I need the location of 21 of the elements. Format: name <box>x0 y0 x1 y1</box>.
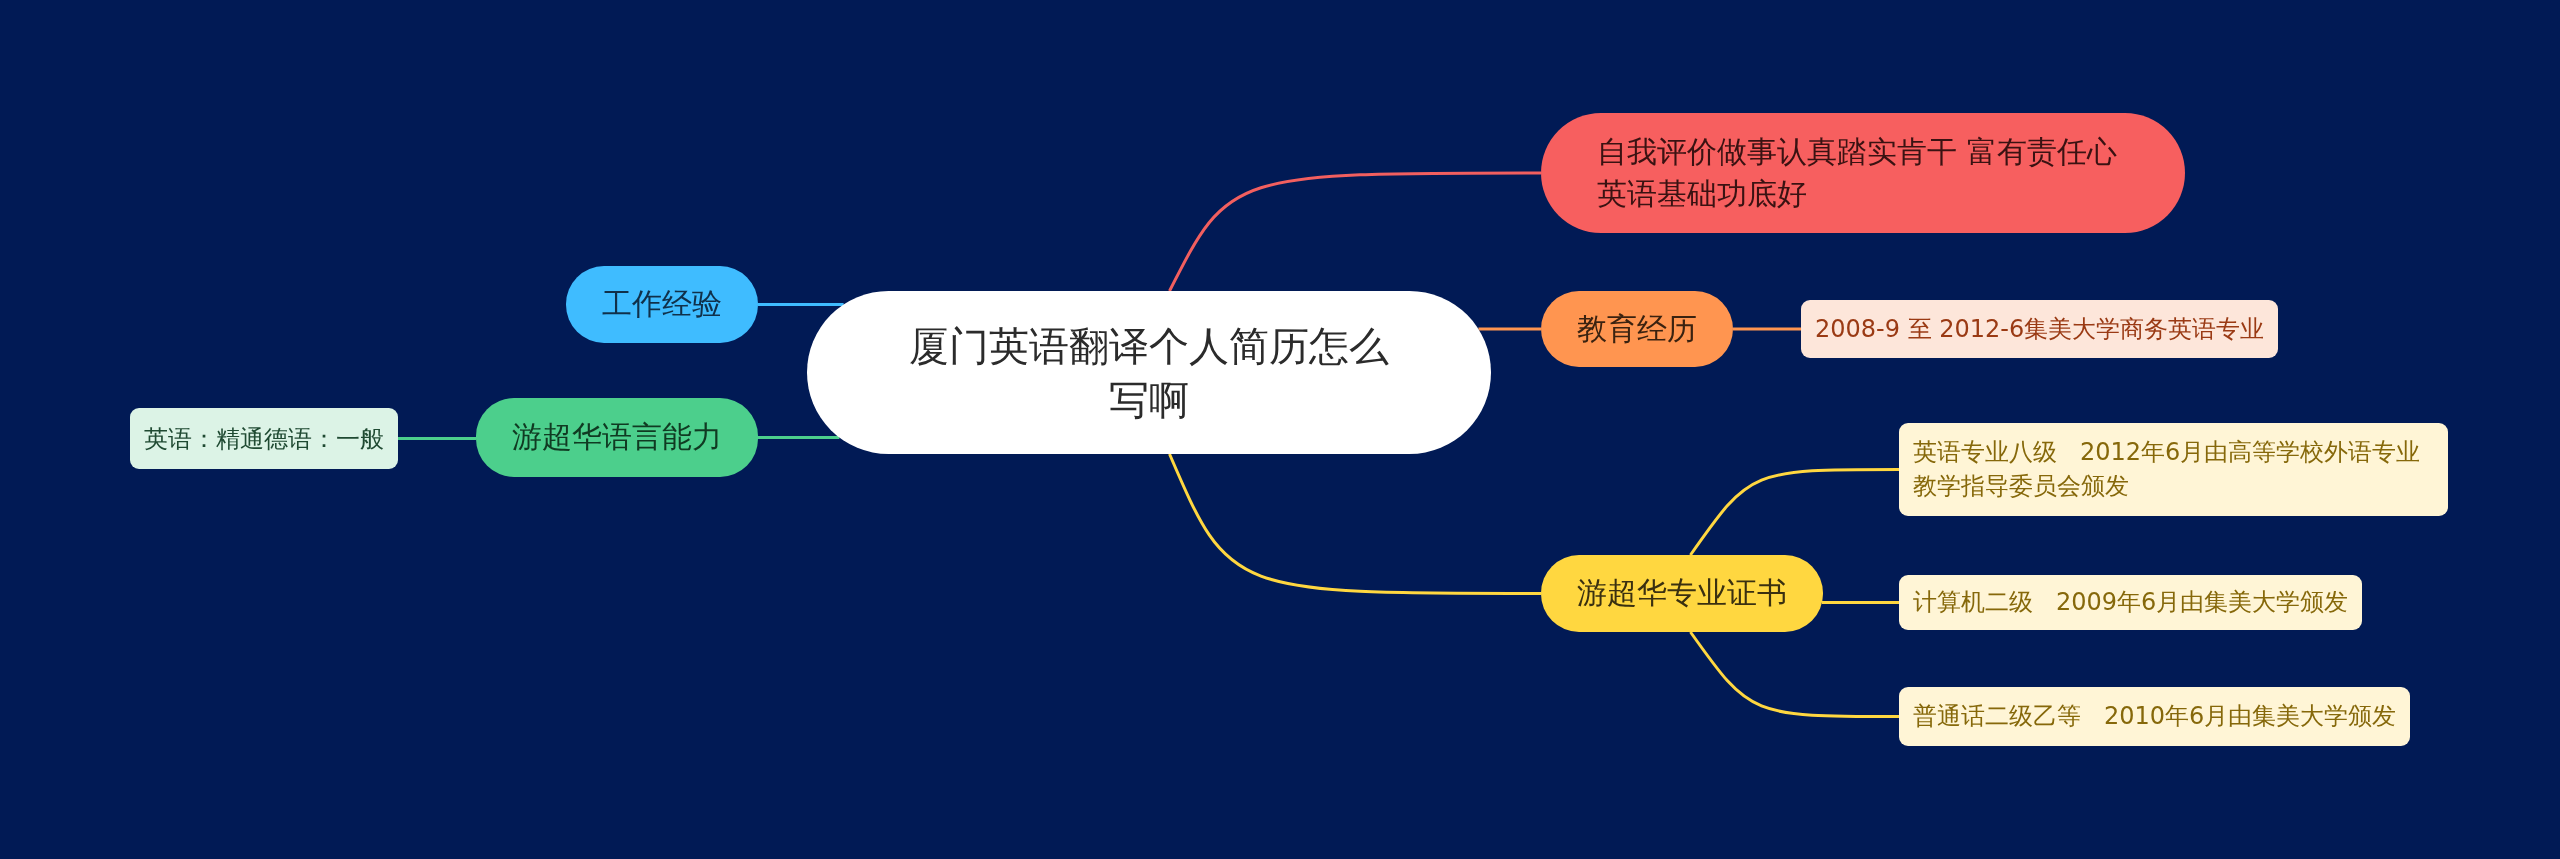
connector-line <box>1478 327 1541 331</box>
topic-pill: 游超华语言能力 <box>476 398 758 477</box>
connector-line <box>1689 631 1899 718</box>
connector-line <box>758 436 840 439</box>
subtopic-card: 计算机二级 2009年6月由集美大学颁发 <box>1899 575 2363 630</box>
connector-line <box>1689 468 1899 556</box>
connector-line <box>398 437 476 440</box>
connector-line <box>1168 171 1541 292</box>
subtopic-card: 英语：精通德语：一般 <box>130 408 398 469</box>
topic-pill: 自我评价做事认真踏实肯干 富有责任心英语基础功底好 <box>1541 113 2185 233</box>
connector-line <box>1168 453 1541 595</box>
central-topic: 厦门英语翻译个人简历怎么写啊 <box>807 291 1491 454</box>
subtopic-card: 普通话二级乙等 2010年6月由集美大学颁发 <box>1899 687 2411 746</box>
connector-line <box>758 303 844 306</box>
connector-line <box>1821 601 1899 604</box>
subtopic-card: 英语专业八级 2012年6月由高等学校外语专业教学指导委员会颁发 <box>1899 423 2448 516</box>
topic-pill: 教育经历 <box>1541 291 1733 367</box>
topic-pill: 游超华专业证书 <box>1541 555 1823 632</box>
subtopic-card: 2008-9 至 2012-6集美大学商务英语专业 <box>1801 300 2279 358</box>
connector-line <box>1733 327 1801 331</box>
topic-pill: 工作经验 <box>566 266 758 343</box>
